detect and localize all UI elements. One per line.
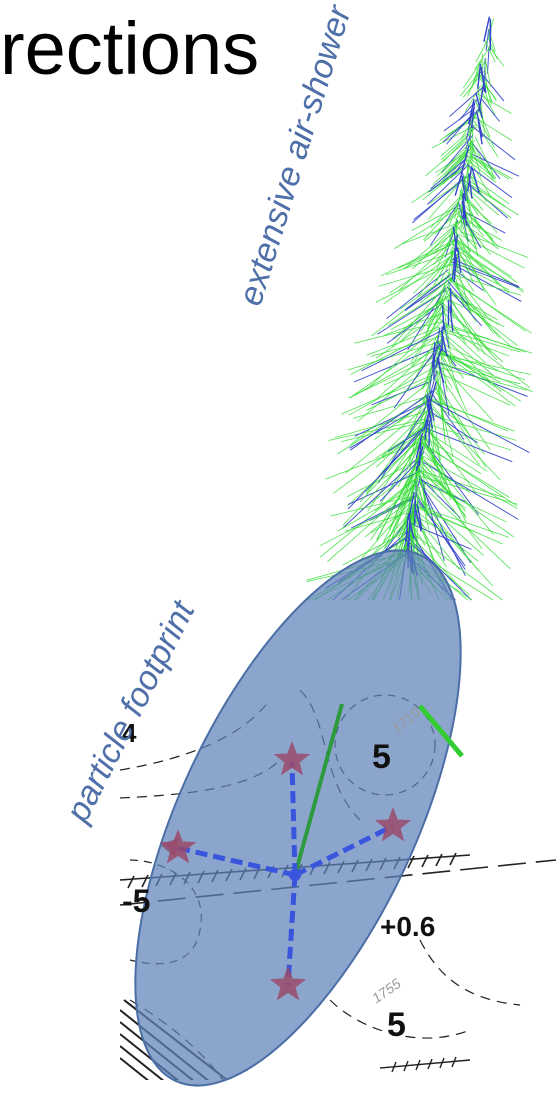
contour-label: 1755	[369, 975, 404, 1006]
shower-particle-track	[440, 363, 493, 421]
shower-particle-track	[333, 425, 425, 494]
slide-title: rections	[0, 12, 259, 86]
shower-particle-track	[434, 366, 527, 390]
shower-particle-track	[463, 71, 484, 98]
shower-particle-track	[472, 133, 473, 166]
shower-particle-track	[459, 98, 479, 120]
shower-core-track	[409, 522, 410, 547]
map-height-label: +0.6	[380, 911, 435, 942]
shower-particle-track	[416, 506, 503, 544]
shower-particle-track	[320, 497, 415, 546]
air-shower-cascade	[306, 17, 532, 600]
map-height-label: -5	[122, 883, 150, 919]
shower-particle-track	[440, 364, 521, 384]
shower-particle-track	[465, 181, 519, 215]
shower-particle-track	[457, 241, 518, 283]
map-height-label: 5	[372, 738, 391, 776]
map-height-label: 5	[387, 1006, 406, 1044]
shower-particle-track	[461, 232, 528, 258]
shower-particle-track	[440, 354, 533, 392]
shower-particle-track	[470, 156, 509, 179]
shower-particle-track	[449, 287, 512, 347]
shower-particle-track	[394, 208, 458, 248]
particle-footprint-ellipse	[68, 505, 527, 1098]
shower-core-track	[415, 500, 416, 525]
shower-particle-track	[436, 388, 486, 468]
shower-particle-track	[489, 46, 504, 66]
shower-particle-track	[450, 279, 494, 334]
core-point	[289, 869, 301, 881]
